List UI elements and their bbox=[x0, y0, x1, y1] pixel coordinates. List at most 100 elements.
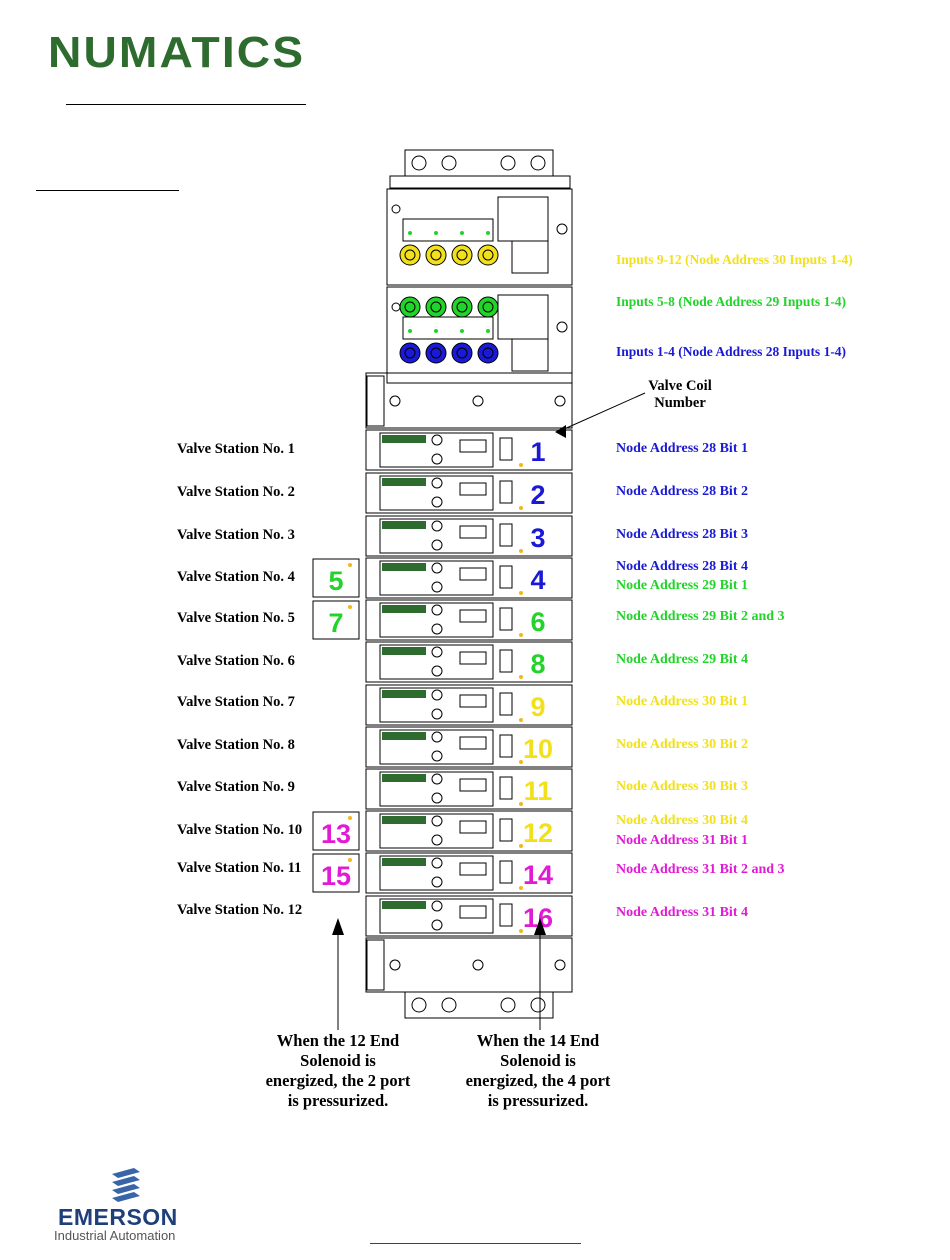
valve-station-label: Valve Station No. 5 bbox=[177, 610, 295, 626]
valve-body bbox=[365, 810, 573, 852]
coil-number-12: 13 bbox=[321, 819, 351, 849]
valve-body bbox=[365, 895, 573, 937]
m12-connector bbox=[477, 244, 499, 266]
valve-numatics-badge bbox=[382, 816, 426, 824]
valve-label-plate bbox=[379, 813, 494, 849]
valve-connector bbox=[459, 694, 487, 708]
valve-coil-label-line2: Number bbox=[654, 395, 706, 411]
valve-body bbox=[365, 726, 573, 768]
bracket-screw bbox=[441, 997, 457, 1013]
node-address-label: Node Address 30 Bit 2 bbox=[616, 737, 748, 752]
valve-body bbox=[365, 768, 573, 810]
valve-led bbox=[348, 605, 352, 609]
module-screw bbox=[556, 223, 568, 235]
valve-label-plate bbox=[379, 898, 494, 934]
m12-connector bbox=[425, 296, 447, 318]
coil-number-14: 12 bbox=[523, 818, 553, 848]
note-12-line: When the 12 End bbox=[276, 1031, 400, 1050]
valve-override bbox=[499, 437, 513, 461]
valve-body bbox=[365, 641, 573, 683]
note-14-line: Solenoid is bbox=[500, 1051, 576, 1070]
bracket-screw bbox=[411, 997, 427, 1013]
valve-numatics-badge bbox=[382, 478, 426, 486]
valve-label-plate bbox=[379, 602, 494, 638]
arrow-12-head bbox=[332, 918, 344, 935]
valve-body bbox=[365, 599, 573, 641]
module-screw bbox=[556, 321, 568, 333]
coil-number-14: 2 bbox=[530, 480, 545, 510]
input-group-label: Inputs 9-12 (Node Address 30 Inputs 1-4) bbox=[616, 252, 853, 267]
valve-screw bbox=[431, 750, 443, 762]
valve-led bbox=[519, 844, 523, 848]
status-led bbox=[408, 329, 412, 333]
coil-12-housing bbox=[312, 853, 360, 893]
note-12-line: Solenoid is bbox=[300, 1051, 376, 1070]
valve-led bbox=[519, 802, 523, 806]
valve-station-label: Valve Station No. 2 bbox=[177, 484, 295, 500]
valve-led bbox=[519, 760, 523, 764]
note-14-line: When the 14 End bbox=[476, 1031, 600, 1050]
node-address-label: Node Address 30 Bit 4 bbox=[616, 813, 748, 828]
module-led-panel bbox=[511, 240, 549, 274]
valve-connector bbox=[459, 525, 487, 539]
end-plate-logo bbox=[366, 375, 385, 427]
arrow-14-head bbox=[534, 918, 546, 935]
valve-body bbox=[365, 557, 573, 599]
valve-label-plate bbox=[379, 518, 494, 554]
bracket-screw bbox=[530, 997, 546, 1013]
valve-connector bbox=[459, 820, 487, 834]
valve-connector bbox=[459, 651, 487, 665]
m12-connector-pin bbox=[456, 347, 468, 359]
valve-connector bbox=[459, 736, 487, 750]
node-address-label: Node Address 31 Bit 4 bbox=[616, 905, 748, 920]
coil-number-14: 4 bbox=[530, 565, 545, 595]
input-group-label: Inputs 5-8 (Node Address 29 Inputs 1-4) bbox=[616, 294, 847, 309]
input-group-label: Inputs 1-4 (Node Address 28 Inputs 1-4) bbox=[616, 344, 847, 359]
valve-screw bbox=[431, 496, 443, 508]
valve-station-label: Valve Station No. 12 bbox=[177, 902, 303, 918]
end-plate-screw bbox=[554, 959, 566, 971]
note-14-line: energized, the 4 port bbox=[465, 1071, 611, 1090]
valve-connector bbox=[459, 609, 487, 623]
note-12-line: energized, the 2 port bbox=[265, 1071, 411, 1090]
status-led bbox=[408, 231, 412, 235]
valve-station-label: Valve Station No. 1 bbox=[177, 441, 295, 457]
note-12-end: When the 12 End Solenoid is energized, t… bbox=[248, 1031, 428, 1111]
m12-connector-pin bbox=[430, 301, 442, 313]
coil-number-14: 8 bbox=[530, 649, 545, 679]
status-led bbox=[486, 329, 490, 333]
coil-number-14: 14 bbox=[523, 860, 553, 890]
valve-led bbox=[519, 929, 523, 933]
valve-connector bbox=[459, 567, 487, 581]
valve-station-label: Valve Station No. 9 bbox=[177, 779, 295, 795]
valve-label-plate bbox=[379, 432, 494, 468]
bracket-screw bbox=[500, 997, 516, 1013]
module-plate bbox=[402, 316, 494, 340]
bottom-bracket bbox=[404, 991, 554, 1019]
footer-link-underline[interactable] bbox=[370, 1243, 581, 1244]
valve-screw bbox=[431, 520, 443, 532]
m12-connector-pin bbox=[482, 249, 494, 261]
valve-label-plate bbox=[379, 644, 494, 680]
node-address-label: Node Address 30 Bit 3 bbox=[616, 779, 748, 794]
valve-connector bbox=[459, 778, 487, 792]
valve-coil-number-label: Valve Coil Number bbox=[630, 378, 730, 412]
valve-label-plate bbox=[379, 687, 494, 723]
m12-connector bbox=[399, 296, 421, 318]
valve-numatics-badge bbox=[382, 435, 426, 443]
annotation-arrows bbox=[332, 392, 646, 1030]
valve-body bbox=[365, 472, 573, 514]
valve-override bbox=[499, 649, 513, 673]
valve-led bbox=[348, 816, 352, 820]
valve-screw bbox=[431, 665, 443, 677]
m12-connector bbox=[425, 342, 447, 364]
end-plate-top bbox=[365, 372, 573, 429]
valve-led bbox=[348, 563, 352, 567]
end-plate-screw bbox=[472, 395, 484, 407]
valve-screw bbox=[431, 900, 443, 912]
valve-led bbox=[519, 633, 523, 637]
status-led bbox=[434, 231, 438, 235]
m12-connector-pin bbox=[404, 249, 416, 261]
status-led bbox=[486, 231, 490, 235]
